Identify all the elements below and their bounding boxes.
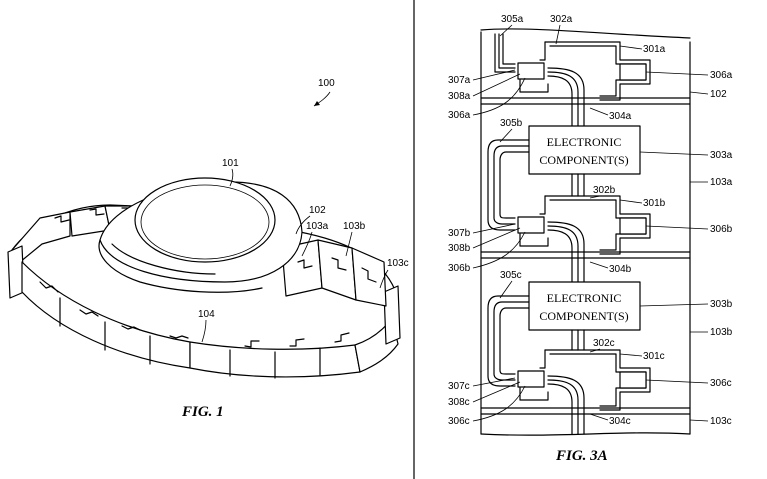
link-boundary-103a [480, 251, 691, 259]
label-301b: 301b [643, 198, 666, 209]
label-308b: 308b [448, 243, 471, 254]
label-103a-fig3a: 103a [710, 177, 733, 188]
label-303a: 303a [710, 150, 733, 161]
label-103c: 103c [387, 258, 409, 269]
leader-101 [229, 168, 234, 187]
label-308c: 308c [448, 397, 470, 408]
fig1-wearable-device: 100 101 102 103a 103b 103c 104 FIG. 1 [7, 78, 409, 420]
device-housing [98, 177, 303, 293]
top-wavy-edge [480, 28, 691, 39]
link-boundary-103b [480, 407, 691, 415]
label-101: 101 [222, 158, 239, 169]
label-103a: 103a [306, 221, 329, 232]
label-103b-fig3a: 103b [710, 327, 733, 338]
label-304b: 304b [609, 264, 632, 275]
label-305a: 305a [501, 14, 524, 25]
component-303b-line2: COMPONENT(S) [539, 309, 628, 323]
label-301a: 301a [643, 44, 666, 55]
label-307b: 307b [448, 228, 471, 239]
bottom-wavy-edge [480, 432, 691, 436]
label-305c: 305c [500, 270, 522, 281]
label-302b: 302b [593, 185, 616, 196]
label-306c-left: 306c [448, 416, 470, 427]
label-307c: 307c [448, 381, 470, 392]
band-back-right-links [281, 239, 387, 307]
label-302a: 302a [550, 14, 573, 25]
label-302c: 302c [593, 338, 615, 349]
label-301c: 301c [643, 351, 665, 362]
label-103c-fig3a: 103c [710, 416, 732, 427]
label-306a-right: 306a [710, 70, 733, 81]
electronic-component-303b [528, 281, 641, 331]
leader-103b [345, 231, 353, 257]
label-305b: 305b [500, 118, 523, 129]
label-306b-right: 306b [710, 224, 733, 235]
leader-103c [379, 269, 389, 289]
label-306c-right: 306c [710, 378, 732, 389]
component-303a-line2: COMPONENT(S) [539, 153, 628, 167]
device-face [134, 177, 276, 263]
label-102: 102 [309, 205, 326, 216]
band-front-links [21, 261, 399, 379]
leader-103a [301, 231, 313, 257]
label-102-fig3a: 102 [710, 89, 727, 100]
connector-module-a [494, 33, 651, 131]
leader-102 [295, 215, 311, 235]
label-103b: 103b [343, 221, 366, 232]
label-306b-left: 306b [448, 263, 471, 274]
label-303b: 303b [710, 299, 733, 310]
fig3a-cross-section: ELECTRONIC COMPONENT(S) ELECTRONIC COMPO… [448, 14, 733, 464]
label-104: 104 [198, 309, 215, 320]
leader-104 [201, 319, 207, 343]
flex-cable-305b [487, 139, 530, 231]
label-307a: 307a [448, 75, 471, 86]
component-303b-line1: ELECTRONIC [547, 291, 622, 305]
arrow-100 [314, 101, 320, 106]
label-100: 100 [318, 78, 335, 89]
label-308a: 308a [448, 91, 471, 102]
label-306a-left: 306a [448, 110, 471, 121]
component-303a-line1: ELECTRONIC [547, 135, 622, 149]
link-boundary-102 [480, 97, 691, 105]
flex-cable-305c [487, 295, 530, 387]
label-304a: 304a [609, 111, 632, 122]
electronic-component-303a [528, 125, 641, 175]
fig1-caption: FIG. 1 [181, 404, 224, 420]
label-304c: 304c [609, 416, 631, 427]
band-right-end-piece [383, 285, 401, 345]
fig3a-caption: FIG. 3A [555, 448, 608, 464]
